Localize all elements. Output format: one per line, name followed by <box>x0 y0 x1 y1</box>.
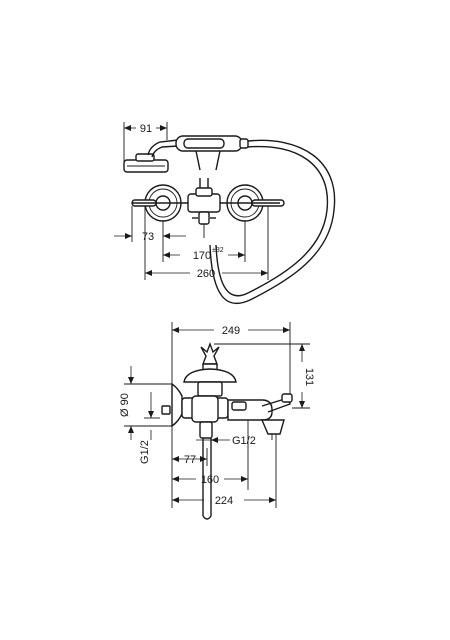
dim-77: 77 <box>171 426 208 492</box>
dim-131: 131 <box>214 343 315 409</box>
dim-131-label: 131 <box>303 368 315 386</box>
dim-170-label: 170 <box>193 250 211 262</box>
dim-73-label: 73 <box>142 231 154 243</box>
valve-cover <box>183 368 237 397</box>
dim-thread-left-label: G1/2 <box>139 440 151 464</box>
dim-260: 260 <box>144 206 269 280</box>
dim-160: 160 <box>172 420 249 490</box>
wall-rosette <box>161 382 183 428</box>
top-view: 91 <box>114 122 336 305</box>
dim-thread-right-label: G1/2 <box>232 435 256 447</box>
dim-diameter-90-label: Ø 90 <box>119 393 131 417</box>
outlet-pipe <box>199 421 213 520</box>
dim-224-label: 224 <box>215 495 233 507</box>
dim-diameter-90: Ø 90 <box>119 366 172 440</box>
mixer-body <box>181 393 293 440</box>
dim-91-label: 91 <box>140 123 152 135</box>
dim-170: 170 ±32 <box>162 221 246 262</box>
dim-77-label: 77 <box>184 454 196 466</box>
dim-249: 249 <box>171 322 291 404</box>
dim-260-label: 260 <box>197 268 215 280</box>
dim-170-tolerance: ±32 <box>212 247 224 254</box>
central-body <box>187 178 221 238</box>
dim-91: 91 <box>123 122 168 162</box>
dim-249-label: 249 <box>222 325 240 337</box>
hand-shower-head <box>123 139 179 173</box>
lever-handles <box>131 199 285 207</box>
shower-hose <box>209 139 336 305</box>
hand-shower-handle <box>175 135 249 171</box>
side-view: 249 131 <box>119 322 315 520</box>
dim-thread-right: G1/2 <box>196 435 256 447</box>
valve-handle <box>200 342 220 371</box>
dim-160-label: 160 <box>201 474 219 486</box>
dim-thread-left: G1/2 <box>139 392 160 464</box>
dim-224: 224 <box>171 434 277 508</box>
